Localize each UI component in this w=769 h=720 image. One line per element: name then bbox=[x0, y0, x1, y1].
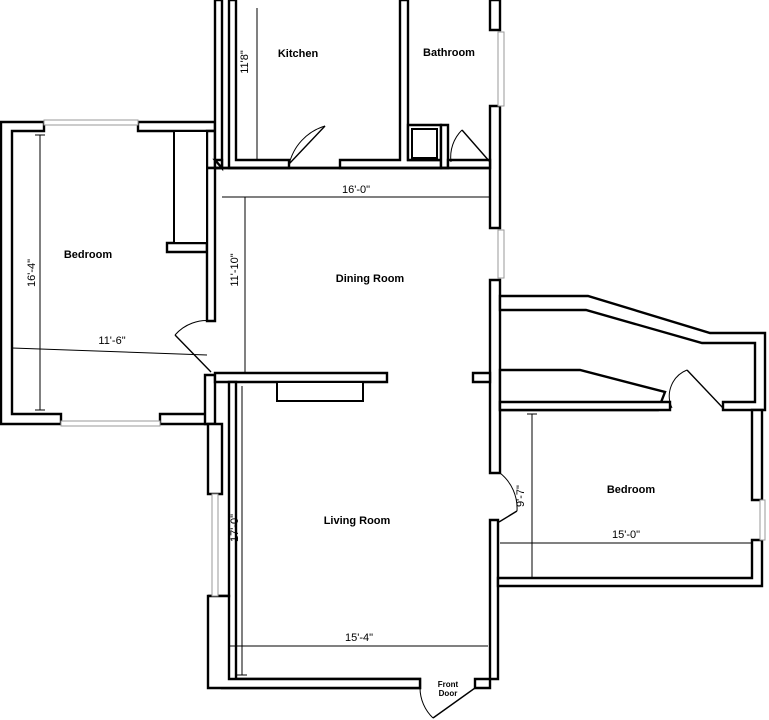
bedroom-left-bottom-window bbox=[60, 420, 161, 427]
bedroom-right-height-label: 9'-7" bbox=[515, 485, 527, 507]
dining-living-walls bbox=[206, 166, 502, 690]
kitchen-door[interactable] bbox=[288, 125, 326, 166]
living-left-window bbox=[211, 493, 219, 597]
bathroom-window bbox=[497, 31, 505, 107]
front-door-label-line2: Door bbox=[439, 689, 458, 698]
bedroom-right-width-label: 15'-0" bbox=[612, 529, 640, 541]
bedroom-left-walls bbox=[0, 120, 217, 426]
kitchen-label: Kitchen bbox=[278, 48, 319, 60]
kitchen-walls bbox=[212, 0, 502, 230]
dimension-lines bbox=[11, 8, 752, 676]
dining-right-window bbox=[497, 229, 505, 279]
bedroom-right-label: Bedroom bbox=[607, 484, 656, 496]
bedroom-left-height-label: 16'-4" bbox=[26, 259, 38, 287]
dining-height-label: 11'-10" bbox=[229, 253, 241, 286]
front-door[interactable] bbox=[419, 687, 476, 719]
living-width-label: 15'-4" bbox=[345, 632, 373, 644]
dining-room-label: Dining Room bbox=[336, 273, 405, 285]
bathroom-label: Bathroom bbox=[423, 47, 475, 59]
bedroom-right-door[interactable] bbox=[498, 472, 518, 523]
dining-width-label: 16'-0" bbox=[342, 184, 370, 196]
bedroom-right-window bbox=[759, 499, 766, 541]
bathroom-door[interactable] bbox=[450, 129, 491, 163]
living-height-label: 17'-0" bbox=[229, 514, 241, 542]
bedroom-left-width-label: 11'-6" bbox=[98, 335, 125, 347]
front-door-label-line1: Front bbox=[438, 680, 459, 689]
bedroom-left-top-window bbox=[43, 119, 139, 126]
kitchen-height-label: 11'8" bbox=[239, 50, 251, 74]
bedroom-left-door[interactable] bbox=[174, 320, 214, 373]
living-room-label: Living Room bbox=[324, 515, 391, 527]
bedroom-left-label: Bedroom bbox=[64, 249, 113, 261]
bedroom-right-closet-door[interactable] bbox=[668, 369, 724, 409]
